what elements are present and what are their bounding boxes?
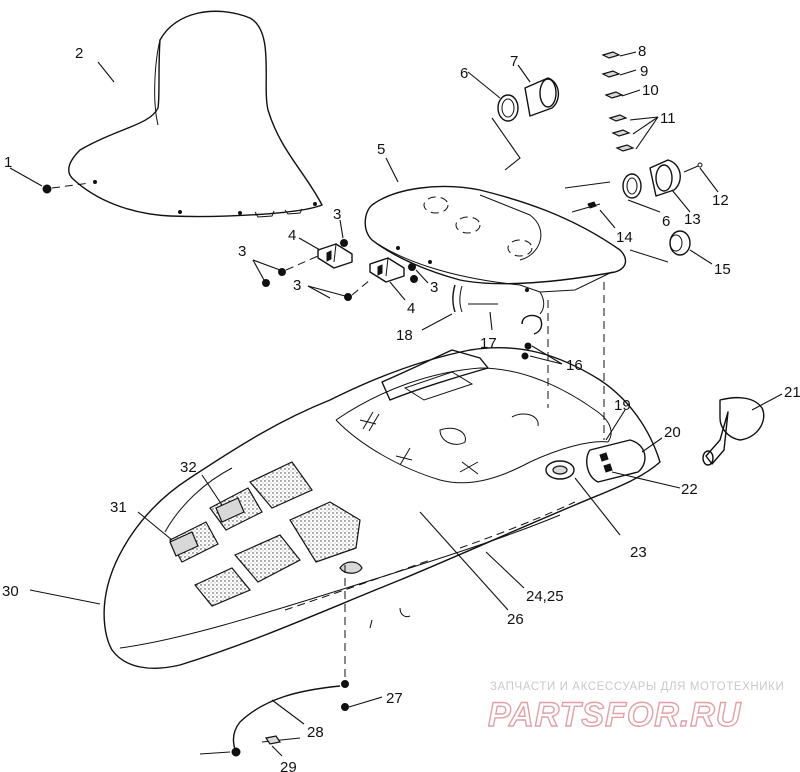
callout-17: 17 xyxy=(480,335,497,352)
callout-32: 32 xyxy=(180,459,197,476)
windshield xyxy=(68,10,323,218)
switch-and-indicator xyxy=(571,201,713,265)
callout-19: 19 xyxy=(614,397,631,414)
callout-5: 5 xyxy=(377,141,385,158)
small-clips xyxy=(601,51,659,152)
callout-3: 3 xyxy=(430,279,438,296)
bracket-hardware xyxy=(252,219,429,301)
callout-13: 13 xyxy=(684,211,701,228)
speedometer-gauge xyxy=(467,64,559,171)
callout-30: 30 xyxy=(2,583,19,600)
callout-27: 27 xyxy=(386,690,403,707)
callout-6: 6 xyxy=(460,65,468,82)
watermark: ЗАПЧАСТИ И АКСЕССУАРЫ ДЛЯ МОТОТЕХНИКИ PA… xyxy=(487,681,784,735)
callout-4: 4 xyxy=(407,300,415,317)
callout-8: 8 xyxy=(638,43,646,60)
callout-3: 3 xyxy=(293,277,301,294)
leader-2425 xyxy=(485,551,525,589)
callout-18: 18 xyxy=(396,327,413,344)
leader-5 xyxy=(385,157,399,183)
callout-15: 15 xyxy=(714,261,731,278)
hardware-group-16-18 xyxy=(421,284,563,365)
callout-labels: 1 2 3 3 3 3 4 4 5 6 6 7 8 9 10 11 12 13 … xyxy=(2,43,800,772)
callout-16: 16 xyxy=(566,357,583,374)
windshield-bracket-right xyxy=(369,257,405,283)
callout-9: 9 xyxy=(640,63,648,80)
hood-cable xyxy=(199,565,383,757)
leader-2 xyxy=(97,61,115,83)
callout-4: 4 xyxy=(288,227,296,244)
watermark-logo: PARTSFOR.RU xyxy=(488,696,742,734)
callout-1: 1 xyxy=(4,154,12,171)
windshield-bracket-left xyxy=(317,243,353,269)
callout-26: 26 xyxy=(507,611,524,628)
tachometer-gauge xyxy=(564,159,719,213)
callout-10: 10 xyxy=(642,82,659,99)
callout-24-25: 24,25 xyxy=(526,588,564,605)
hood-vents xyxy=(137,461,363,607)
callout-3: 3 xyxy=(238,243,246,260)
hood xyxy=(103,347,661,669)
callout-22: 22 xyxy=(681,481,698,498)
callout-7: 7 xyxy=(510,53,518,70)
callout-28: 28 xyxy=(307,724,324,741)
callout-11: 11 xyxy=(660,110,676,127)
callout-12: 12 xyxy=(712,192,729,209)
dash-panel xyxy=(364,185,627,293)
hood-side-parts xyxy=(545,282,681,536)
callout-6: 6 xyxy=(662,213,670,230)
windshield-screw xyxy=(9,167,91,194)
callout-14: 14 xyxy=(616,229,633,246)
callout-31: 31 xyxy=(110,499,127,516)
callout-2: 2 xyxy=(75,45,83,62)
leader-30 xyxy=(29,589,101,605)
callout-21: 21 xyxy=(784,384,800,401)
callout-29: 29 xyxy=(280,759,297,772)
callout-23: 23 xyxy=(630,544,647,561)
callout-3: 3 xyxy=(333,206,341,223)
watermark-tagline: ЗАПЧАСТИ И АКСЕССУАРЫ ДЛЯ МОТОТЕХНИКИ xyxy=(490,681,784,693)
callout-20: 20 xyxy=(664,424,681,441)
mirror xyxy=(702,393,783,466)
